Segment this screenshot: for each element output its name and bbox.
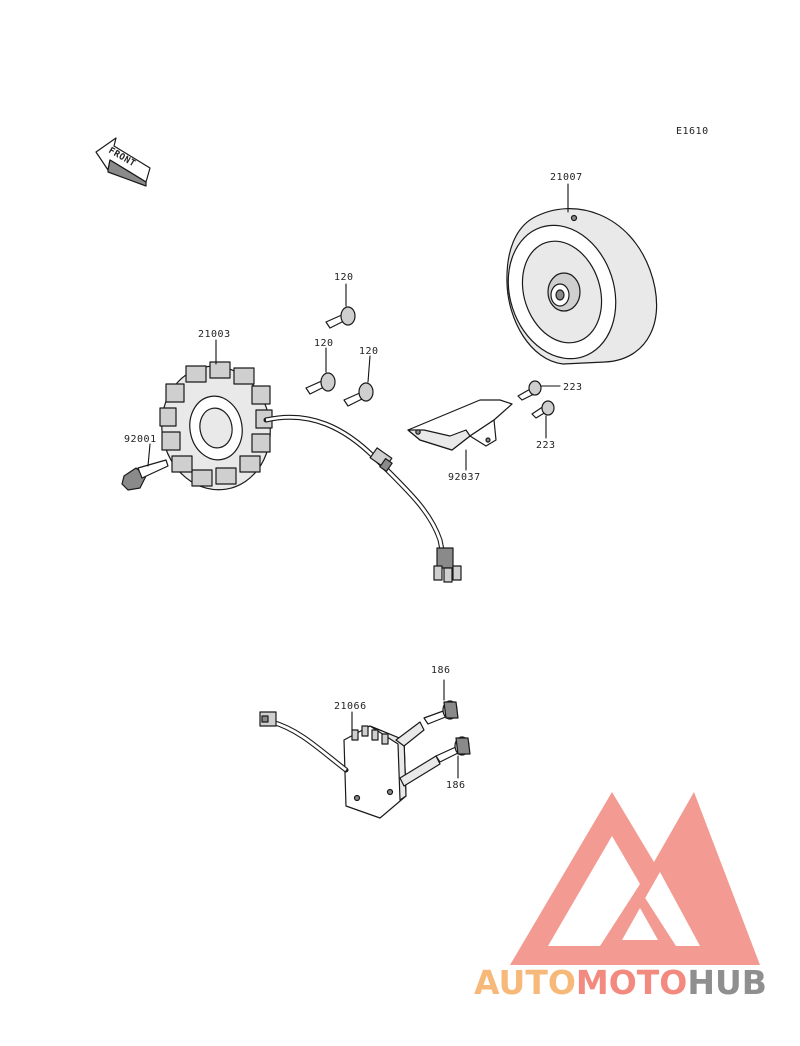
bolt-223-top: [517, 380, 542, 401]
stator-part: [159, 361, 273, 491]
watermark-moto: MOTO: [576, 963, 687, 1002]
flywheel-part: [506, 208, 658, 365]
label-92001: 92001: [124, 434, 157, 445]
label-223-bottom: 223: [536, 440, 556, 451]
stator-connector: [369, 447, 393, 472]
label-120-mid-right: 120: [359, 346, 379, 357]
label-120-top: 120: [334, 272, 354, 283]
bolt-186-top: [423, 700, 459, 725]
watermark-hub: HUB: [687, 963, 767, 1002]
bolt-92001: [121, 459, 169, 491]
diagram-code: E1610: [676, 126, 709, 137]
regulator-connector: [259, 711, 277, 727]
stator-wire-terminals: [433, 547, 462, 583]
watermark-text: AUTOMOTOHUB: [474, 963, 767, 1002]
label-92037: 92037: [448, 472, 481, 483]
label-223-top: 223: [563, 382, 583, 393]
label-120-mid-left: 120: [314, 338, 334, 349]
label-21066: 21066: [334, 701, 367, 712]
label-21003: 21003: [198, 329, 231, 340]
bolt-120-mid-left: [305, 372, 336, 395]
front-arrow-icon: FRONT: [95, 137, 151, 187]
label-21007: 21007: [550, 172, 583, 183]
bolt-120-mid-right: [343, 382, 374, 407]
bracket-92037: [407, 399, 513, 451]
label-186-bottom: 186: [446, 780, 466, 791]
watermark-logo: [510, 792, 760, 965]
bolt-120-top: [325, 306, 356, 329]
bolt-186-bottom: [435, 736, 471, 763]
bolt-223-bottom: [531, 400, 555, 419]
watermark-auto: AUTO: [474, 963, 576, 1002]
label-186-top: 186: [431, 665, 451, 676]
regulator-21066: [343, 721, 441, 819]
